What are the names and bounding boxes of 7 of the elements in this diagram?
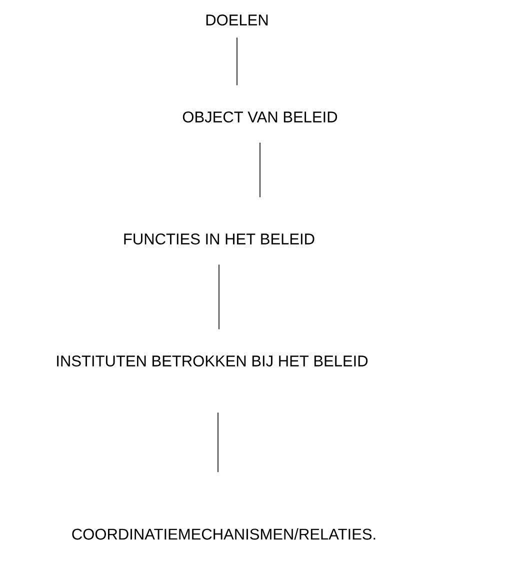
connector-line xyxy=(218,264,220,330)
text-label: DOELEN xyxy=(206,14,268,26)
text-label: FUNCTIES IN HET BELEID xyxy=(124,234,314,244)
connector-line xyxy=(236,37,238,86)
text-label: OBJECT VAN BELEID xyxy=(182,112,338,122)
text-label: INSTITUTEN BETROKKEN BIJ HET BELEID xyxy=(57,356,368,366)
text-label: COORDINATIEMECHANISMEN/RELATIES. xyxy=(72,528,376,540)
